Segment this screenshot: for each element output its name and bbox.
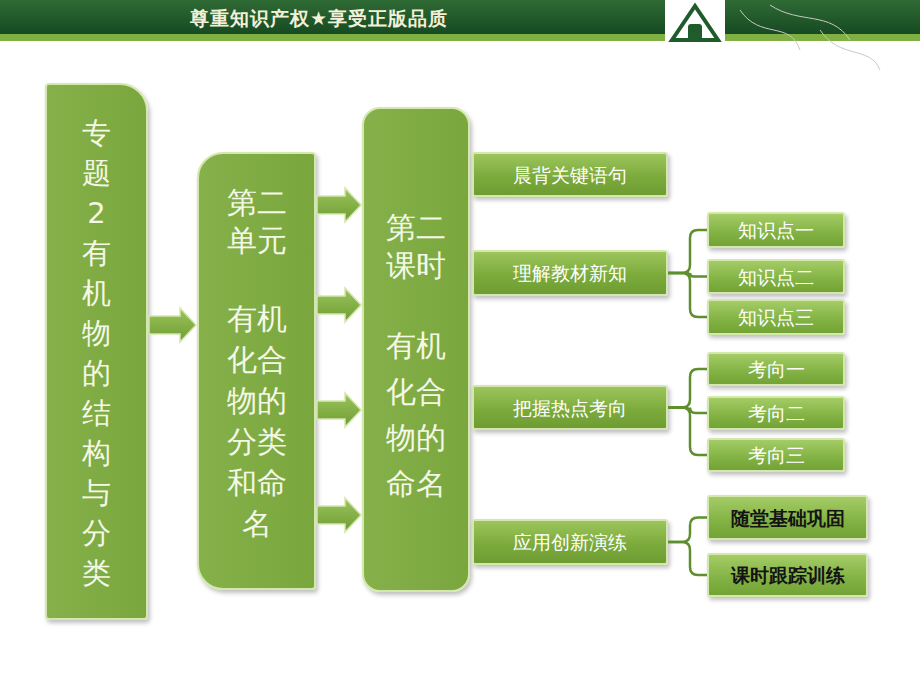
node-title: 知识点三 bbox=[734, 306, 818, 328]
node-title: 第二单元 bbox=[225, 184, 289, 260]
section-box: 把握热点考向 bbox=[472, 385, 668, 430]
node-title: 第二课时 bbox=[384, 209, 448, 285]
item-box: 考向三 bbox=[707, 438, 845, 472]
section-box: 理解教材新知 bbox=[472, 250, 668, 296]
practice-box: 随堂基础巩固 bbox=[707, 495, 868, 540]
unit-box: 第二单元有机化合物的分类和命名 bbox=[197, 152, 316, 590]
swirl-decoration bbox=[740, 5, 880, 70]
block-arrow bbox=[317, 498, 361, 532]
header-decoration bbox=[0, 0, 920, 80]
node-body: 有机化合物的命名 bbox=[384, 323, 448, 507]
node-title: 考向三 bbox=[744, 444, 809, 466]
block-arrow bbox=[149, 308, 196, 342]
block-arrow bbox=[317, 288, 361, 322]
node-title: 考向一 bbox=[744, 358, 809, 380]
section-box: 应用创新演练 bbox=[472, 519, 668, 565]
bracket-line bbox=[668, 273, 707, 317]
lesson-box: 第二课时有机化合物的命名 bbox=[362, 107, 470, 592]
item-box: 知识点一 bbox=[707, 212, 845, 248]
item-box: 知识点二 bbox=[707, 259, 845, 294]
node-title: 理解教材新知 bbox=[509, 262, 631, 284]
bracket-line bbox=[668, 273, 707, 277]
bracket-line bbox=[668, 408, 707, 456]
bracket-line bbox=[668, 369, 707, 408]
bracket-line bbox=[668, 542, 707, 575]
node-title: 晨背关键语句 bbox=[509, 164, 631, 186]
node-title: 课时跟踪训练 bbox=[727, 564, 849, 586]
block-arrow bbox=[317, 393, 361, 427]
item-box: 知识点三 bbox=[707, 299, 845, 335]
logo-backing bbox=[665, 0, 725, 42]
header-text: 尊重知识产权★享受正版品质 bbox=[190, 6, 490, 32]
node-title: 考向二 bbox=[744, 402, 809, 424]
topic-box: 专题2有机物的结构与分类 bbox=[45, 83, 148, 620]
item-box: 考向二 bbox=[707, 396, 845, 430]
node-title: 把握热点考向 bbox=[509, 397, 631, 419]
bracket-line bbox=[668, 230, 707, 273]
node-body: 有机化合物的分类和命名 bbox=[225, 298, 289, 544]
practice-box: 课时跟踪训练 bbox=[707, 553, 868, 597]
section-box: 晨背关键语句 bbox=[472, 152, 668, 197]
bracket-line bbox=[668, 408, 707, 414]
node-title: 随堂基础巩固 bbox=[727, 507, 849, 529]
node-title: 专题2有机物的结构与分类 bbox=[79, 113, 115, 593]
node-title: 知识点一 bbox=[734, 219, 818, 241]
bracket-line bbox=[668, 518, 707, 543]
node-title: 应用创新演练 bbox=[509, 531, 631, 553]
header-stripe bbox=[0, 34, 920, 41]
node-title: 知识点二 bbox=[734, 266, 818, 288]
logo-door bbox=[688, 24, 702, 40]
logo-triangle bbox=[672, 6, 718, 40]
header-band bbox=[0, 0, 920, 34]
item-box: 考向一 bbox=[707, 352, 845, 386]
block-arrow bbox=[317, 188, 361, 222]
